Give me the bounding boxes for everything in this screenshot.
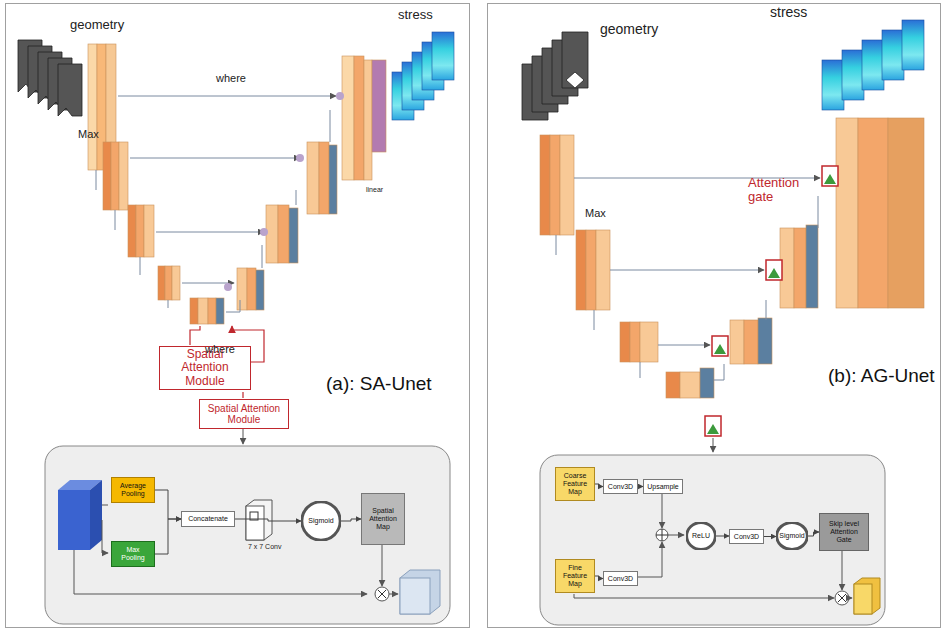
attention-map: Spatial Attention Map xyxy=(361,493,405,545)
connector xyxy=(595,484,603,487)
text-label: Max xyxy=(78,128,99,140)
node-label: Conv3D xyxy=(608,483,633,491)
panel: (a): SA-UnetSpatial Attention ModuleSpat… xyxy=(5,3,470,628)
text-label: 7 x 7 Conv xyxy=(248,543,281,551)
text-label: Max xyxy=(585,207,606,219)
text-label: where xyxy=(216,72,246,84)
upsample-box: Upsample xyxy=(643,479,683,494)
text-label: stress xyxy=(398,8,433,22)
text-label: geometry xyxy=(600,22,658,37)
connector xyxy=(716,536,729,537)
node-label: Average Pooling xyxy=(114,482,152,497)
sigmoid-node: Sigmoid xyxy=(301,501,341,541)
feature-map: Coarse Feature Map xyxy=(555,467,595,501)
node-label: Spatial Attention Module xyxy=(202,403,286,425)
attention-gate-box: Skip level Attention Gate xyxy=(819,513,869,551)
connector xyxy=(235,519,301,521)
node-label: Spatial Attention Map xyxy=(364,507,402,530)
feature-map: Fine Feature Map xyxy=(555,559,595,593)
attention-gate-icon xyxy=(705,166,838,436)
node-label: Skip level Attention Gate xyxy=(822,520,866,543)
node-label: Max Pooling xyxy=(114,546,152,561)
text-label: where xyxy=(205,343,235,355)
text-label: geometry xyxy=(70,18,124,32)
skip-connections xyxy=(96,96,336,312)
panel-title: (b): AG-Unet xyxy=(828,366,935,387)
conv-box: Conv3D xyxy=(729,529,764,544)
relu-node: ReLU xyxy=(686,522,716,550)
node-label: Fine Feature Map xyxy=(558,564,592,587)
node-label: Upsample xyxy=(647,483,679,491)
conv-box: Conv3D xyxy=(603,571,638,586)
concat-box: Concatenate xyxy=(181,511,235,527)
pooling-box: Average Pooling xyxy=(111,477,155,503)
ag-unet-blocks xyxy=(540,118,924,398)
ag-detail xyxy=(574,494,880,614)
text-label: linear xyxy=(366,186,383,194)
panel-title: (a): SA-Unet xyxy=(326,374,432,395)
node-label: ReLU xyxy=(692,532,710,540)
geometry-stack xyxy=(522,32,588,120)
module-title: Spatial Attention Module xyxy=(199,399,289,429)
connector xyxy=(341,519,361,521)
node-label: Coarse Feature Map xyxy=(558,472,592,495)
node-label: Conv3D xyxy=(608,575,633,583)
node-label: Concatenate xyxy=(188,515,228,523)
panel: (b): AG-UnetCoarse Feature MapConv3DUpsa… xyxy=(487,3,941,628)
text-label: stress xyxy=(770,5,807,20)
node-label: Sigmoid xyxy=(779,532,804,540)
connector xyxy=(808,532,819,536)
stress-stack xyxy=(822,20,924,110)
pointer-arrow xyxy=(713,438,714,452)
connector xyxy=(155,519,181,554)
conv-box: Conv3D xyxy=(603,479,638,494)
text-label: Attention gate xyxy=(748,176,818,205)
geometry-stack xyxy=(18,40,82,116)
skip-connections xyxy=(556,178,820,380)
node-label: Conv3D xyxy=(734,533,759,541)
node-label: Sigmoid xyxy=(308,517,333,525)
sa-unet-blocks xyxy=(88,44,386,324)
connector xyxy=(155,490,181,519)
module-panel xyxy=(540,455,885,625)
sigmoid-node: Sigmoid xyxy=(776,522,808,550)
concat-dots xyxy=(224,92,344,291)
connector xyxy=(764,536,776,537)
pooling-box: Max Pooling xyxy=(111,541,155,567)
module-panel xyxy=(45,446,450,624)
stress-stack xyxy=(392,32,454,120)
connector xyxy=(595,576,603,579)
pointer-arrow xyxy=(243,428,244,444)
